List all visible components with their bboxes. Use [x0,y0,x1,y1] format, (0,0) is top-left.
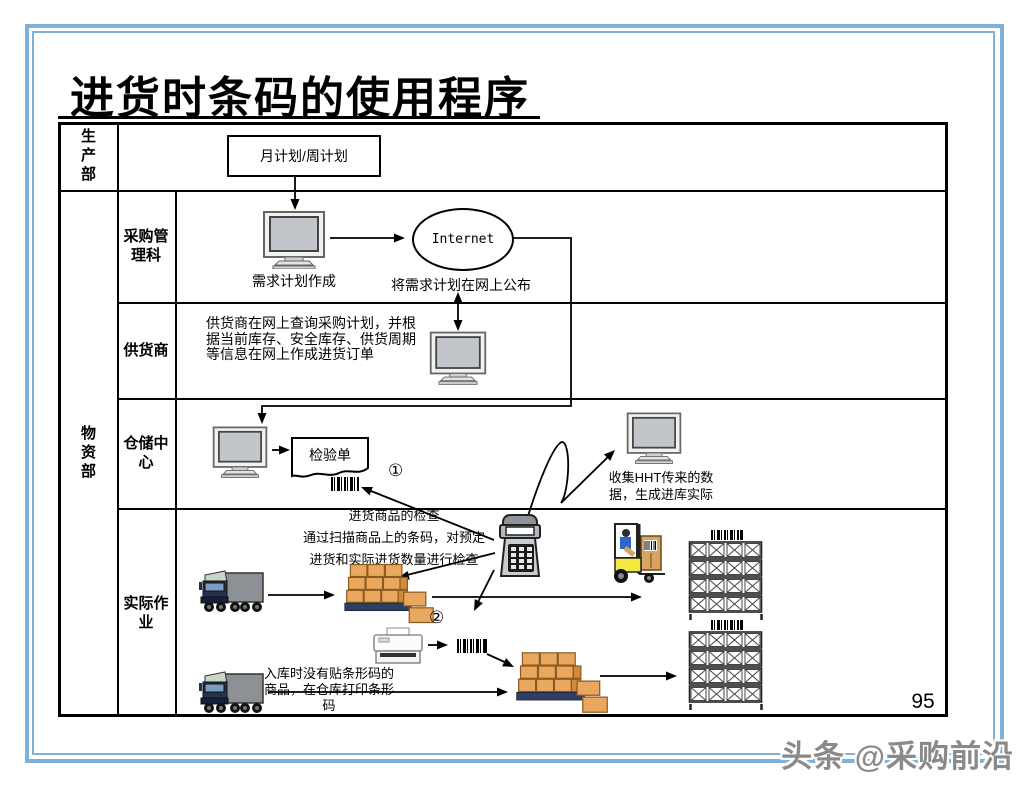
arrow-barcode-to-pallet2 [486,653,514,667]
connector-internet-to-warehouse-monitor [257,237,572,424]
lane-purchasing-section: 采购管理科 [117,190,175,302]
pallet-boxes-icon [508,650,616,716]
step2-badge: ② [429,608,445,627]
print-barcode-note: 入库时没有贴条形码的商品，在仓库打印条形码 [263,666,394,713]
check-note-line1: 进货商品的检查 [348,508,440,523]
collect-hht-line2: 据，生成进库实际 [608,487,713,502]
internet-label: Internet [431,232,495,247]
arrow-hht-down [474,569,495,611]
swimlane-table-border [58,122,948,717]
grid-hline-4 [117,508,948,510]
page-title: 进货时条码的使用程序 [70,74,530,123]
page-number: 95 [911,690,935,713]
lane-purchasing-label: 采购管理科 [123,228,169,264]
step1-badge: ① [388,461,404,480]
demand-plan-label: 需求计划作成 [252,273,336,289]
grid-hline-2 [117,302,948,304]
lane-supplier: 供货商 [117,302,175,398]
slide-border-outer [25,24,1004,763]
document-shape [291,437,369,478]
lane-warehouse-label: 仓储中心 [123,435,169,471]
inspection-sheet-doc: 检验单 [291,437,369,479]
collect-hht-note: 收集HHT传来的数 据，生成进库实际 [602,469,720,503]
pallet-boxes-icon [343,560,435,628]
slide-border-inner [32,31,995,755]
storage-rack-icon [688,541,763,620]
arrow-plan-to-monitor [290,174,300,210]
lane-materials-dept: 物资部 [58,190,117,717]
arrow-truck1-to-pallet [268,590,335,600]
lane-actual-operations: 实际作业 [117,508,175,717]
arrow-truck2-to-pallet2 [268,687,508,697]
grid-hline-3 [117,398,948,400]
arrow-monitor-to-inspection-sheet [272,445,290,455]
check-note: 进货商品的检查 通过扫描商品上的条码，对预定 进货和实际进货数量进行检查 [284,505,504,571]
watermark: 头条 @采购前沿 [781,739,1014,774]
barcode-icon [711,530,743,540]
title-underline [58,116,540,119]
lane-supplier-label: 供货商 [123,341,169,359]
barcode-icon [457,639,487,653]
arrow-monitor-to-internet [330,233,405,243]
plan-box-label: 月计划/周计划 [260,148,348,164]
computer-monitor-icon [261,211,327,269]
arrow-hht-to-barcode [361,486,495,541]
lane-production-dept: 生产部 [58,122,117,190]
inspection-sheet-label: 检验单 [309,447,351,463]
hht-scanner-icon [497,514,543,578]
forklift-icon [607,522,669,584]
grid-vline-dept [117,122,119,717]
monthly-weekly-plan-box: 月计划/周计划 [227,135,381,177]
truck-icon [197,566,267,614]
lane-warehouse-center: 仓储中心 [117,398,175,508]
computer-monitor-icon [428,331,488,385]
computer-monitor-icon [211,426,269,478]
arrow-printer-to-barcode [428,640,448,650]
grid-vline-section [175,190,177,717]
publish-plan-label: 将需求计划在网上公布 [391,277,531,293]
computer-monitor-icon [625,412,683,464]
arrow-pallet-to-forklift [432,592,642,602]
collect-hht-line1: 收集HHT传来的数 [608,470,714,485]
grid-hline-1 [58,190,948,192]
arrow-internet-supplier-bidirectional [453,292,463,331]
lane-production-label: 生产部 [79,127,96,185]
printer-icon [371,627,425,667]
check-note-line2: 通过扫描商品上的条码，对预定 [302,530,485,545]
lane-materials-label: 物资部 [79,425,96,482]
barcode-icon [331,477,359,491]
truck-icon [197,667,267,715]
barcode-icon [711,620,743,630]
supplier-note: 供货商在网上查询采购计划，并根据当前库存、安全库存、供货周期等信息在网上作成进货… [206,315,416,362]
arrow-pallet2-to-rack2 [600,671,677,681]
arrow-hht-to-collect-monitor [527,441,615,517]
storage-rack-icon [688,631,763,710]
lane-operations-label: 实际作业 [123,594,169,631]
check-note-line3: 进货和实际进货数量进行检查 [309,552,479,567]
internet-cloud-node: Internet [412,208,514,271]
